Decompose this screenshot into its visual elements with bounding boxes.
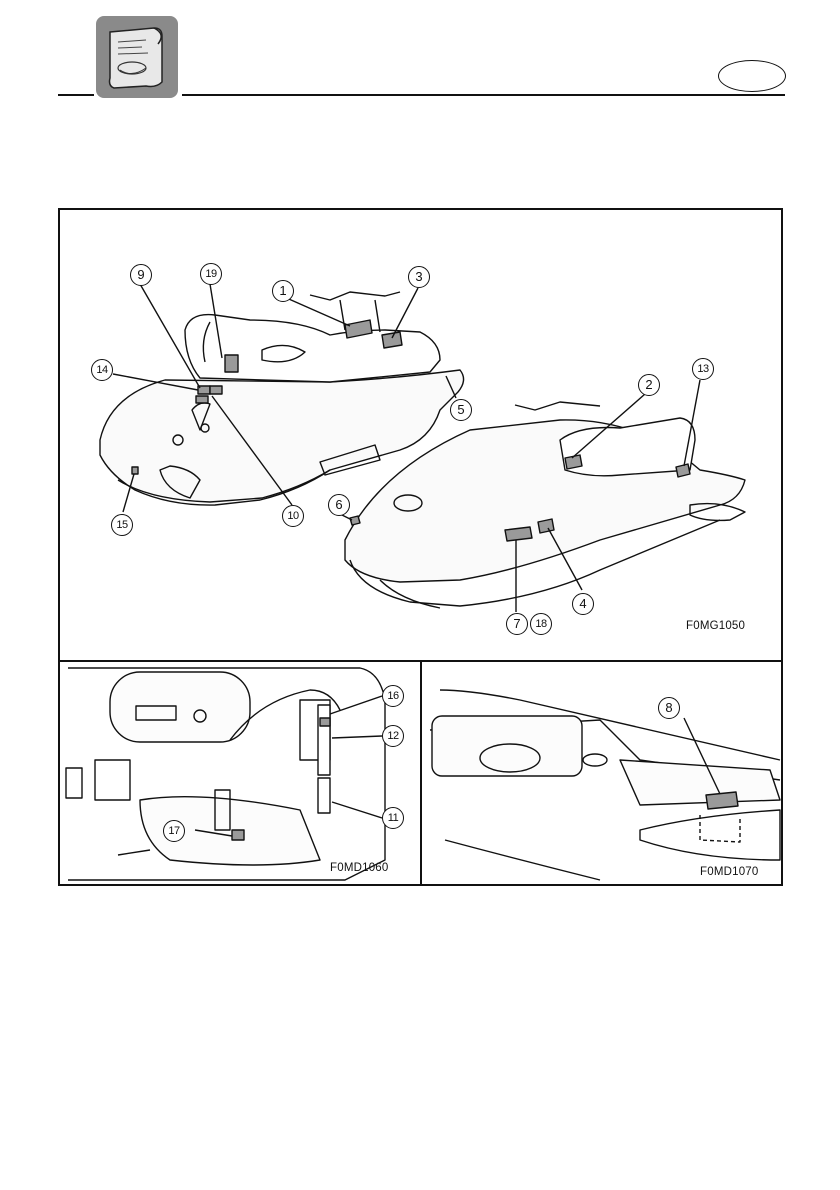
- callout-6: 6: [328, 494, 350, 516]
- callout-8: 8: [658, 697, 680, 719]
- callout-19: 19: [200, 263, 222, 285]
- callout-9: 9: [130, 264, 152, 286]
- callout-3: 3: [408, 266, 430, 288]
- callout-2: 2: [638, 374, 660, 396]
- figure-code-engine: F0MD1060: [330, 862, 389, 874]
- callout-13: 13: [692, 358, 714, 380]
- storage-compartment-drawing: [430, 690, 780, 880]
- callout-11: 11: [382, 807, 404, 829]
- callout-14: 14: [91, 359, 113, 381]
- callout-15: 15: [111, 514, 133, 536]
- figure-code-main: F0MG1050: [686, 620, 745, 632]
- callout-12: 12: [382, 725, 404, 747]
- callout-7: 7: [506, 613, 528, 635]
- callout-1: 1: [272, 280, 294, 302]
- callout-5: 5: [450, 399, 472, 421]
- callout-18: 18: [530, 613, 552, 635]
- callout-17: 17: [163, 820, 185, 842]
- figure-code-storage: F0MD1070: [700, 866, 759, 878]
- callout-4: 4: [572, 593, 594, 615]
- callout-16: 16: [382, 685, 404, 707]
- engine-compartment-drawing: [66, 668, 385, 880]
- callout-10: 10: [282, 505, 304, 527]
